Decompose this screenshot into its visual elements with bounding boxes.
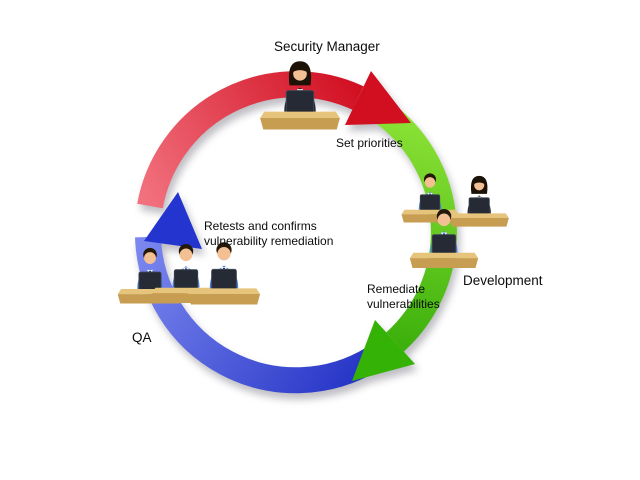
label-security-manager: Security Manager	[274, 39, 380, 54]
arrow-red-arc	[137, 71, 364, 209]
arrow-green-head	[352, 320, 415, 381]
label-development: Development	[463, 273, 543, 288]
label-retests-confirms: Retests and confirms vulnerability remed…	[204, 219, 334, 249]
development-figure-2	[449, 175, 510, 227]
cycle-arrows	[135, 71, 457, 394]
qa-figure-3	[187, 241, 261, 305]
label-qa: QA	[132, 330, 152, 345]
label-set-priorities: Set priorities	[336, 136, 403, 150]
arrow-red-head	[345, 71, 411, 125]
arrow-blue-head	[144, 192, 202, 249]
label-remediate-vulnerabilities: Remediate vulnerabilities	[367, 282, 440, 312]
